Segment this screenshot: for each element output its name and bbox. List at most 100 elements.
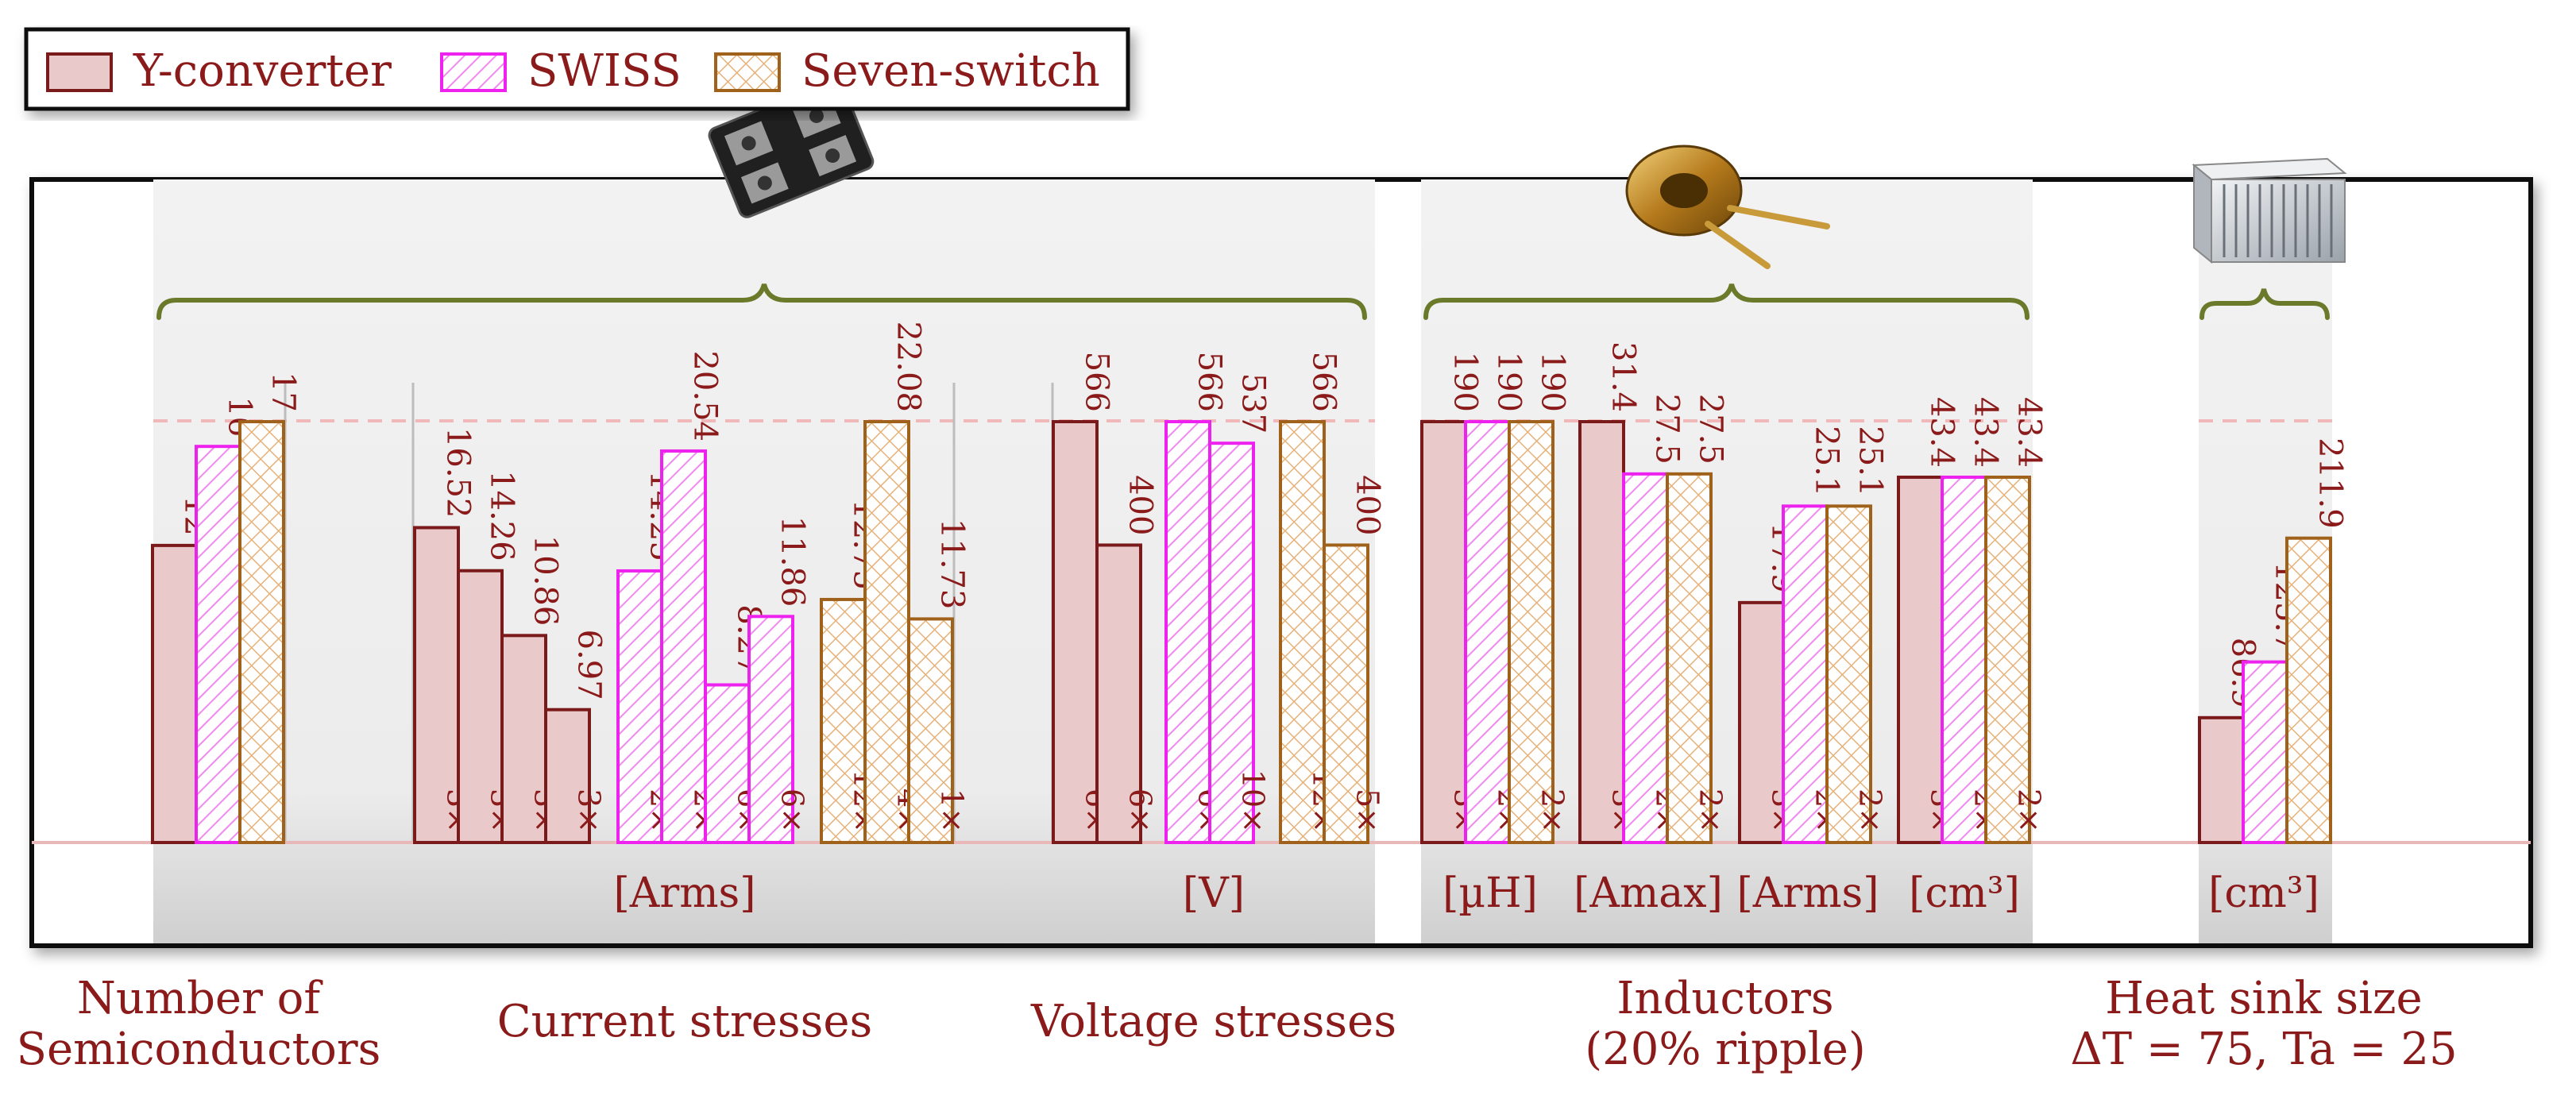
ind_uh-count-label: 2×: [1535, 789, 1570, 833]
ind_uh-value-label: 190: [1535, 352, 1571, 412]
voltage-count-label: 6×: [1123, 789, 1158, 833]
current-value-label: 22.08: [890, 321, 927, 412]
legend-item-seven-switch: Seven-switch: [714, 45, 1100, 97]
current-bar: [457, 569, 504, 844]
current-bar: [500, 634, 547, 845]
current-value-label: 14.26: [484, 470, 520, 561]
ind_cm3-count-label: 2×: [2012, 789, 2047, 833]
voltage-value-label: 566: [1079, 352, 1115, 412]
ind_arms-value-label: 25.1: [1809, 426, 1845, 496]
voltage-value-label: 566: [1306, 352, 1342, 412]
ind_amax-value-label: 31.4: [1605, 341, 1642, 412]
title-heatsink-line2: ΔT = 75, Ta = 25: [2070, 1024, 2457, 1075]
legend-item-y-converter: Y-converter: [46, 45, 392, 97]
legend-item-swiss: SWISS: [440, 45, 682, 97]
ind_arms-count-label: 2×: [1853, 789, 1888, 833]
ind_uh-bar: [1420, 420, 1467, 844]
ind_cm3-value-label: 43.4: [2011, 397, 2048, 468]
voltage-bar: [1164, 420, 1211, 844]
voltage-count-label: 5×: [1350, 789, 1385, 833]
voltage-value-label: 400: [1122, 475, 1159, 535]
current-value-label: 10.86: [527, 535, 564, 627]
ind_arms-bar: [1825, 504, 1872, 844]
voltage-bar: [1323, 543, 1369, 844]
toroid-inductor-icon: [1625, 145, 1830, 269]
ind_arms-value-label: 25.1: [1852, 426, 1889, 496]
current-value-label: 11.73: [934, 519, 971, 610]
current-value-label: 11.86: [774, 516, 811, 607]
legend-label-swiss: SWISS: [527, 45, 682, 97]
ind_amax-value-label: 27.5: [1649, 394, 1686, 465]
semis-bar: [151, 543, 198, 844]
ind_arms-bar: [1738, 600, 1785, 845]
voltage-bar: [1208, 442, 1255, 844]
ind_uh-bar: [1508, 420, 1554, 844]
current-value-label: 6.97: [571, 630, 608, 700]
current-bar: [660, 449, 707, 844]
heat-sink-icon: [2192, 157, 2347, 264]
category-titles: Number of Semiconductors Current stresse…: [17, 973, 2458, 1075]
unit-labels: [Arms] [V] [µH] [Amax] [Arms] [cm³] [cm³…: [614, 870, 2319, 917]
current-bar: [747, 615, 794, 844]
voltage-value-label: 566: [1191, 352, 1228, 412]
ind_cm3-bar: [1897, 475, 1944, 845]
ind_amax-value-label: 27.5: [1693, 394, 1729, 465]
unit-heatsink-volume: [cm³]: [2208, 870, 2319, 917]
semis-value-label: 17: [265, 372, 302, 412]
heatsink-bar: [2198, 715, 2245, 845]
semis-bar: [195, 445, 241, 844]
voltage-value-label: 537: [1235, 373, 1272, 434]
current-bar: [820, 597, 867, 844]
voltage-bar: [1052, 420, 1099, 844]
title-semiconductors-line2: Semiconductors: [17, 1024, 381, 1075]
legend-swatch-y-converter: [46, 52, 113, 92]
legend: Y-converter SWISS Seven-switch: [24, 27, 1130, 111]
legend-label-seven-switch: Seven-switch: [801, 45, 1100, 97]
brace-inductors: [1423, 283, 2030, 320]
ind_amax-bar: [1622, 472, 1669, 844]
title-current: Current stresses: [497, 996, 872, 1047]
braces: [156, 283, 2330, 320]
voltage-count-label: 10×: [1236, 769, 1271, 833]
current-value-label: 20.54: [687, 350, 724, 442]
current-bar: [704, 683, 751, 845]
unit-voltage: [V]: [1183, 870, 1245, 917]
voltage-bar: [1095, 543, 1142, 844]
unit-inductor-volume: [cm³]: [1909, 870, 2020, 917]
ind_uh-bar: [1464, 420, 1511, 844]
unit-current: [Arms]: [614, 870, 756, 917]
current-count-label: 6×: [775, 789, 810, 833]
ind_amax-count-label: 2×: [1694, 789, 1728, 833]
title-inductors-line2: (20% ripple): [1585, 1024, 1865, 1075]
heatsink-bar: [2285, 536, 2332, 844]
current-bar: [413, 526, 460, 844]
current-bar: [616, 569, 663, 844]
legend-box: [24, 27, 1130, 111]
bars-layer: 12161716.523×14.263×10.863×6.973×14.252×…: [151, 321, 2349, 845]
brace-semiconductors: [156, 283, 1367, 320]
heatsink-bar: [2242, 660, 2288, 844]
title-heatsink-line1: Heat sink size: [2105, 973, 2422, 1024]
ind_uh-value-label: 190: [1447, 352, 1484, 412]
ind_cm3-value-label: 43.4: [1924, 397, 1960, 468]
ind_cm3-value-label: 43.4: [1968, 397, 2004, 468]
legend-swatch-swiss: [440, 52, 507, 92]
ind_arms-bar: [1782, 504, 1829, 844]
title-inductors-line1: Inductors: [1616, 973, 1833, 1024]
unit-inductance: [µH]: [1442, 870, 1538, 917]
current-bar: [907, 617, 954, 844]
unit-amax: [Amax]: [1574, 870, 1723, 917]
current-count-label: 3×: [572, 789, 607, 833]
legend-swatch-seven-switch: [714, 52, 781, 92]
title-voltage: Voltage stresses: [1030, 996, 1396, 1047]
unit-arms: [Arms]: [1737, 870, 1879, 917]
ind_amax-bar: [1578, 420, 1625, 844]
heatsink-value-label: 211.9: [2312, 438, 2349, 529]
title-semiconductors-line1: Number of: [77, 973, 323, 1024]
ind_cm3-bar: [1984, 475, 2031, 845]
ind_amax-bar: [1666, 472, 1713, 844]
brace-heatsink: [2199, 288, 2330, 320]
current-value-label: 16.52: [440, 427, 477, 519]
